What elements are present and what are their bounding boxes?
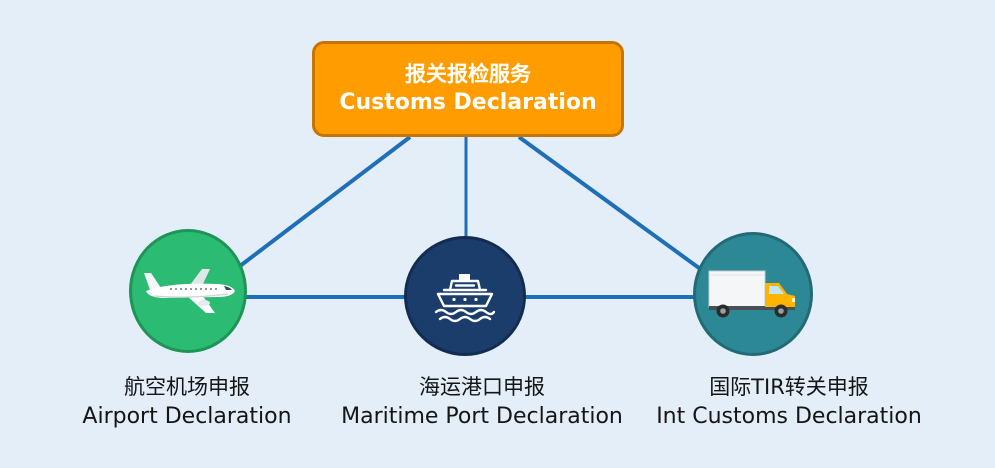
maritime-label-en: Maritime Port Declaration xyxy=(341,404,623,429)
intl-customs-node xyxy=(693,232,813,356)
intl-caption: 国际TIR转关申报 Int Customs Declaration xyxy=(629,372,949,432)
airport-label-zh: 航空机场申报 xyxy=(124,375,250,399)
maritime-node xyxy=(404,236,526,356)
customs-title-zh: 报关报检服务 xyxy=(405,62,531,86)
connector-box-to-airport xyxy=(238,135,412,268)
airport-node xyxy=(129,229,247,353)
truck-icon xyxy=(708,270,795,318)
ship-icon xyxy=(434,274,496,323)
customs-declaration-box: 报关报检服务 Customs Declaration xyxy=(312,41,624,137)
maritime-label-zh: 海运港口申报 xyxy=(419,375,545,399)
maritime-caption: 海运港口申报 Maritime Port Declaration xyxy=(322,372,642,432)
customs-title-en: Customs Declaration xyxy=(339,90,597,115)
airport-caption: 航空机场申报 Airport Declaration xyxy=(27,372,347,432)
airport-label-en: Airport Declaration xyxy=(82,404,292,429)
intl-label-en: Int Customs Declaration xyxy=(656,404,922,429)
connector-box-to-intl xyxy=(517,135,701,270)
intl-label-zh: 国际TIR转关申报 xyxy=(709,375,869,399)
airplane-icon xyxy=(144,269,235,313)
